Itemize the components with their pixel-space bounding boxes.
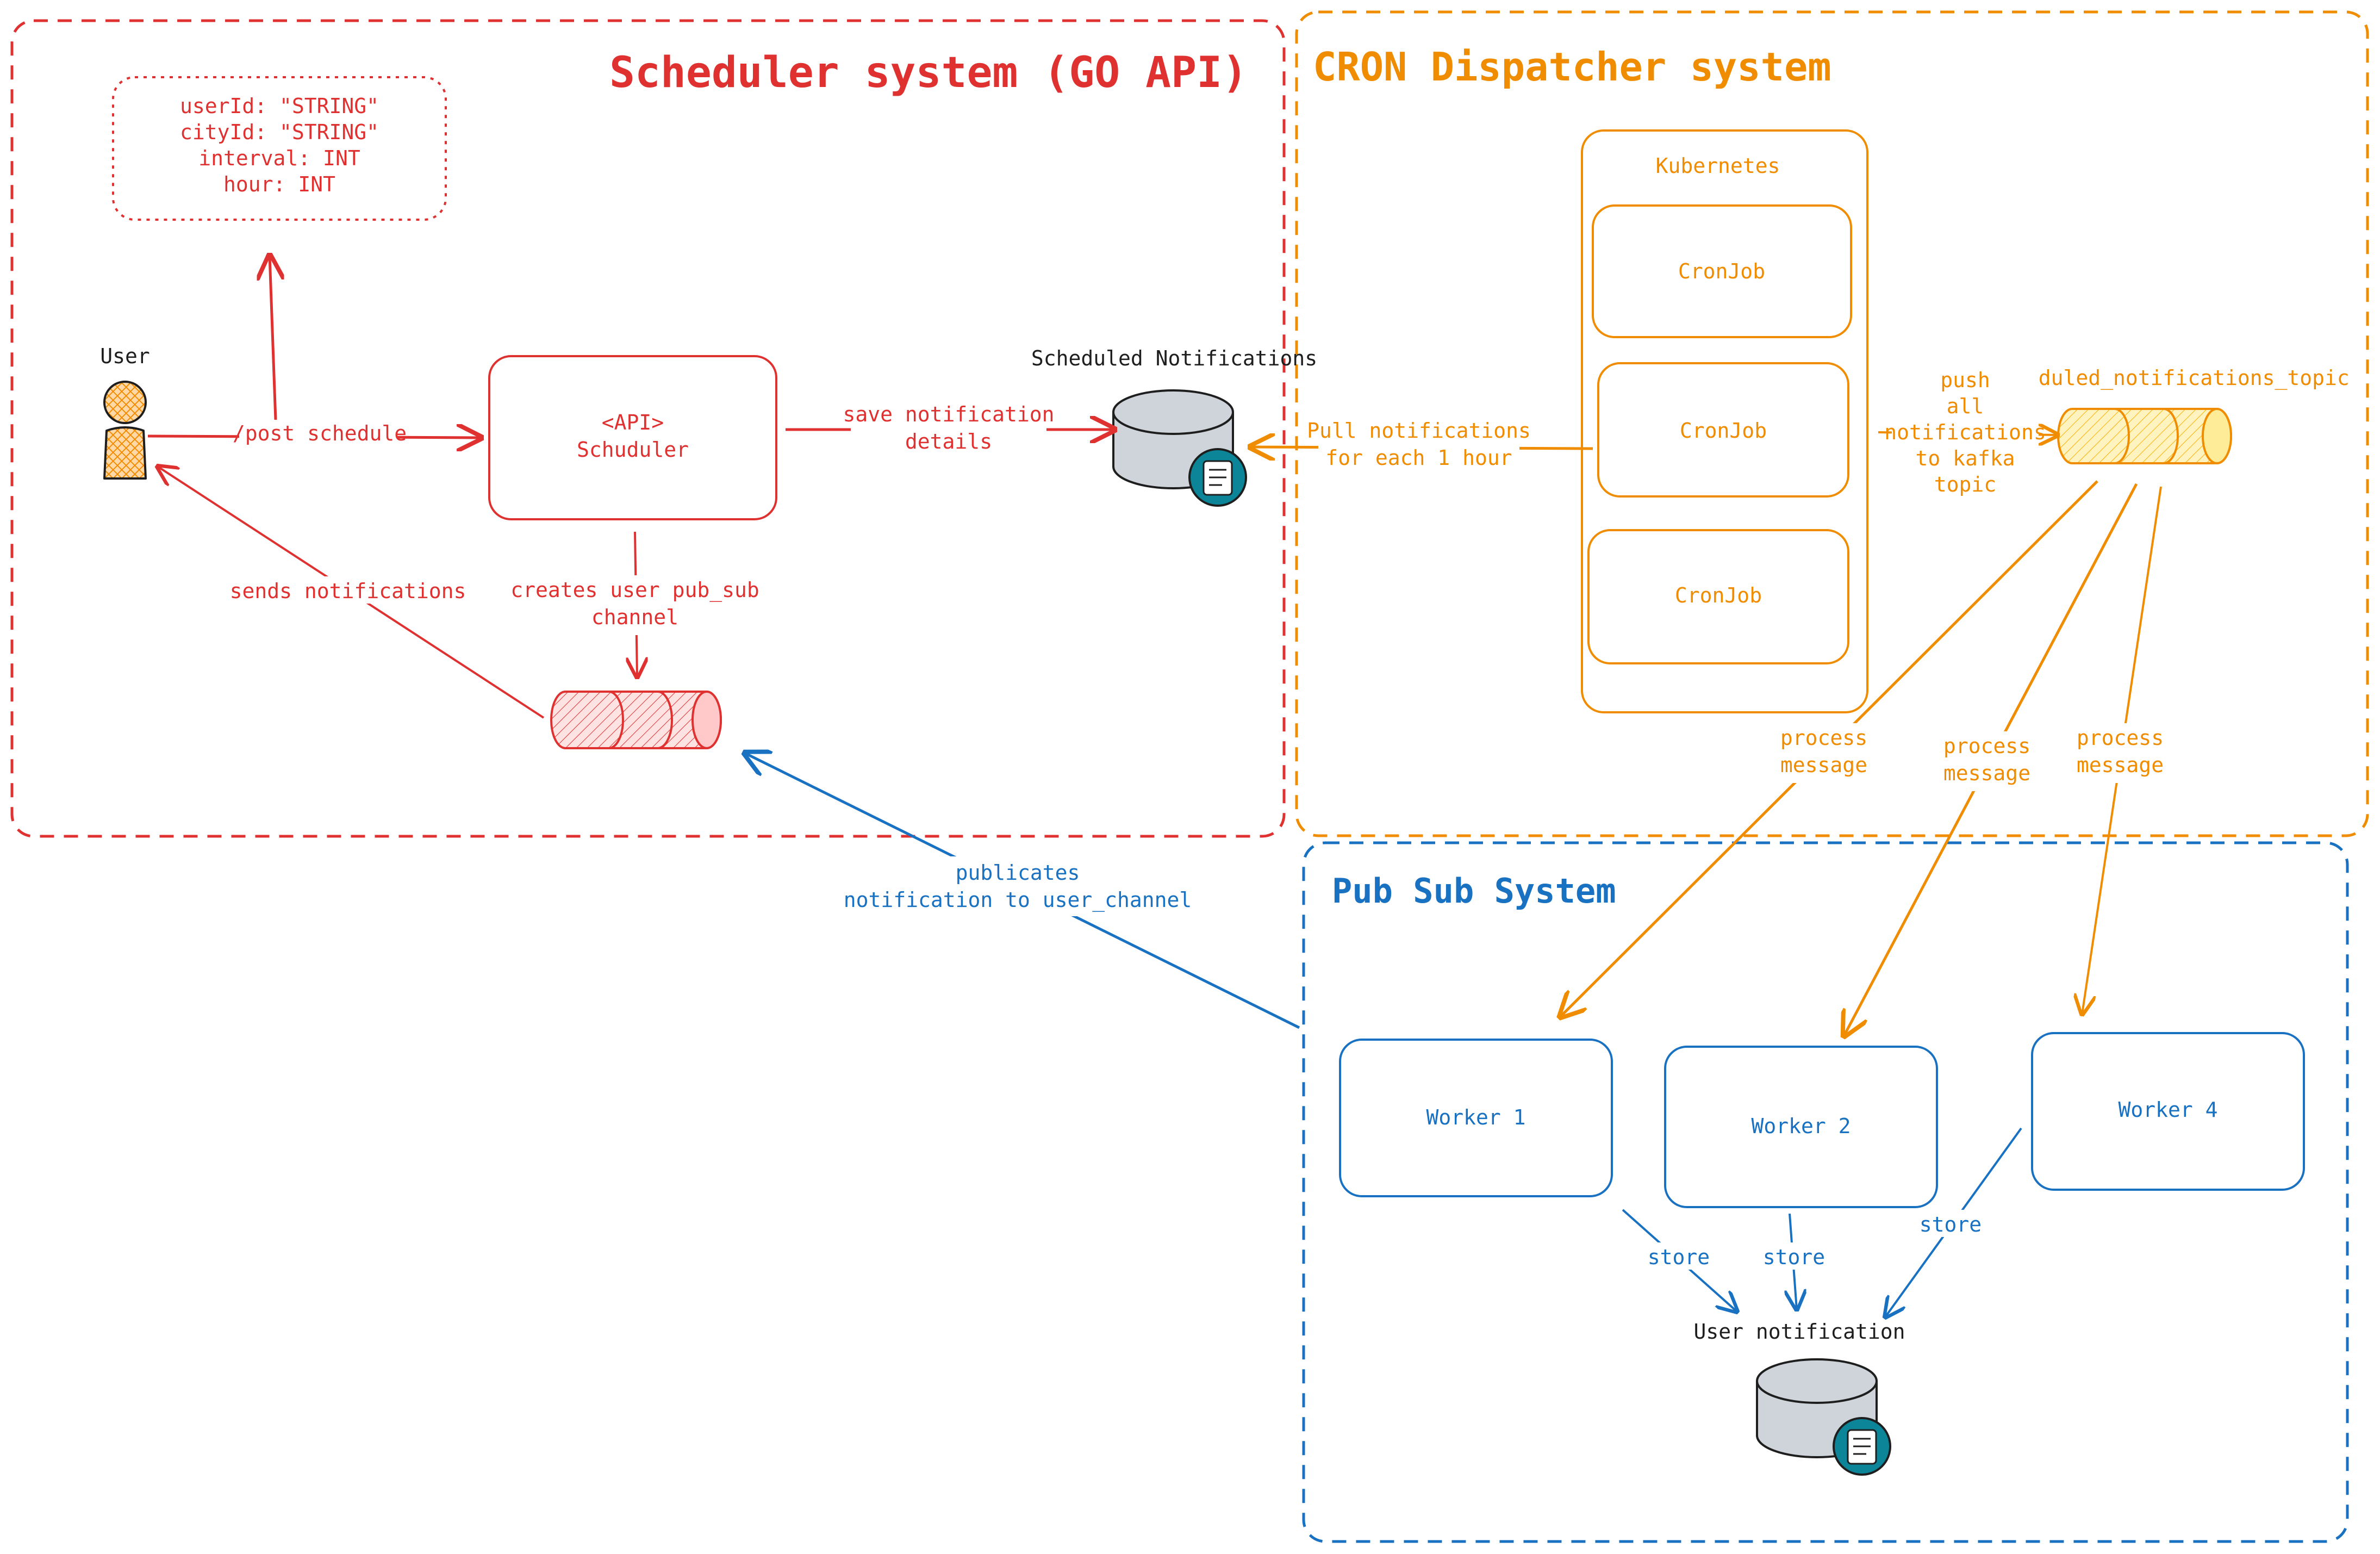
pubsub-system-title: Pub Sub System [1332,871,1616,911]
payload-line: interval: INT [198,146,360,170]
edge-label-push: notifications [1884,420,2046,444]
api-scheduler-box: <API> Schuduler [488,355,777,520]
cronjob-box: CronJob [1587,529,1849,664]
topic-label: scheduled_notifications_topic [1989,366,2349,390]
cronjob-label: CronJob [1675,583,1762,607]
scheduler-system-frame: Scheduler system (GO API) [10,19,1286,838]
payload-box: userId: "STRING" cityId: "STRING" interv… [112,76,447,221]
edge-label-store: store [1763,1245,1825,1269]
kafka-topic: scheduled_notifications_topic [1989,366,2350,464]
api-name: Schuduler [577,438,689,462]
scheduler-system-title: Scheduler system (GO API) [609,48,1248,97]
worker-box: Worker 1 [1339,1039,1613,1197]
user-notification-label: User notification [1694,1320,1905,1344]
edge-label-save: save notification [843,402,1055,426]
kubernetes-cluster: Kubernetes CronJob CronJob CronJob [1581,129,1868,713]
kubernetes-label: Kubernetes [1656,154,1780,178]
edge-label-post-schedule: /post schedule [233,421,407,445]
scheduled-db-label: Scheduled Notifications [1031,346,1317,370]
edge-save-details: save notification details [786,400,1114,459]
edge-store-worker-4: store [1885,1127,2022,1317]
edge-label-pull: for each 1 hour [1325,446,1512,470]
edge-label-process: process [2077,726,2164,750]
api-label: <API> [602,411,664,434]
cronjob-box: CronJob [1597,362,1849,498]
edge-push-kafka: push all notifications to kafka topic [1878,364,2058,506]
payload-line: hour: INT [223,172,335,196]
edge-label-creates: channel [591,605,678,629]
user-label: User [100,344,150,368]
cronjob-label: CronJob [1678,259,1765,283]
edge-label-store: store [1920,1213,1982,1236]
user-actor: User [100,344,150,480]
edge-label-push: to kafka [1915,446,2015,470]
scheduled-notifications-db: Scheduled Notifications [1031,346,1317,507]
edge-label-process: message [1943,761,2030,785]
edge-process-worker-4: process message [2047,486,2194,1014]
edge-label-process: process [1943,734,2030,758]
worker-label: Worker 4 [2118,1098,2217,1122]
edge-sends-notifications: sends notifications [158,467,545,719]
edge-post-schedule: /post schedule [147,420,481,447]
database-icon [1112,389,1247,507]
payload-line: userId: "STRING" [180,94,379,118]
edge-process-worker-2: process message [1844,483,2138,1036]
edge-user-to-payload [270,256,276,436]
edge-label-publicates: notification to user_channel [844,888,1192,912]
worker-label: Worker 2 [1751,1114,1851,1138]
edge-label-push: push [1940,368,1990,392]
worker-box: Worker 2 [1664,1046,1938,1208]
edge-creates-channel: creates user pub_sub channel [510,531,759,677]
cron-system-title: CRON Dispatcher system [1313,44,1831,90]
edge-label-process: message [2077,753,2164,777]
edge-label-pull: Pull notifications [1307,419,1531,443]
edge-label-process: message [1780,753,1867,777]
edge-store-worker-2: store [1759,1213,1829,1309]
worker-label: Worker 1 [1426,1105,1525,1129]
edge-label-store: store [1648,1245,1710,1269]
edge-label-publicates: publicates [956,861,1080,885]
edge-label-push: topic [1934,473,1996,496]
edge-label-push: all [1947,394,1984,418]
cronjob-label: CronJob [1680,419,1767,443]
user-pubsub-channel [550,691,722,749]
edge-label-creates: creates user pub_sub [510,578,759,602]
edge-label-save: details [905,430,992,453]
worker-box: Worker 4 [2031,1032,2305,1191]
cronjob-box: CronJob [1592,204,1852,338]
user-icon [103,381,147,480]
edge-label-process: process [1780,726,1867,750]
user-notification-db: User notification [1694,1320,1905,1476]
edge-publicates: publicates notification to user_channel [745,753,1300,1029]
database-icon [1756,1358,1891,1476]
edge-process-worker-1: process message [1560,480,2098,1017]
edge-store-worker-1: store [1622,1209,1737,1311]
pubsub-system-frame: Pub Sub System [1302,841,2349,1543]
payload-line: cityId: "STRING" [180,120,379,144]
edge-pull-notifications: Pull notifications for each 1 hour [1250,416,1593,476]
cron-system-frame: CRON Dispatcher system [1295,10,2369,837]
edge-label-sends: sends notifications [230,579,466,603]
